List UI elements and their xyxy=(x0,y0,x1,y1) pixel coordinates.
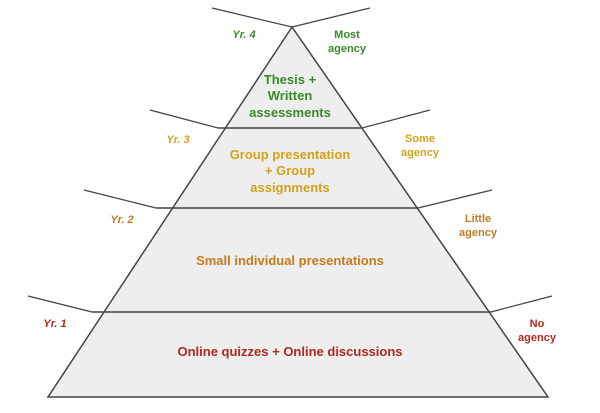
year-label-yr2: Yr. 2 xyxy=(110,214,133,226)
agency-label-yr4-line1: Most xyxy=(334,29,360,41)
tier-text-yr2-line1: Small individual presentations xyxy=(196,253,384,268)
tier-text-yr3-line3: assignments xyxy=(250,180,329,195)
tier-yr1: Yr. 1 Online quizzes + Online discussion… xyxy=(43,318,556,359)
extension-line-yr2-left xyxy=(83,189,157,209)
side-extension-lines xyxy=(27,7,553,313)
tier-text-yr4-line3: assessments xyxy=(249,105,331,120)
tier-yr4: Yr. 4 Thesis + Written assessments Most … xyxy=(232,29,366,120)
agency-label-yr2-line2: agency xyxy=(459,227,498,239)
pyramid-body xyxy=(46,25,550,398)
extension-line-top-left xyxy=(211,7,293,28)
agency-label-yr1-line1: No xyxy=(530,318,545,330)
year-label-yr3: Yr. 3 xyxy=(166,134,189,146)
extension-line-yr2-right xyxy=(417,189,493,209)
agency-label-yr4-line2: agency xyxy=(328,43,367,55)
pyramid-outline xyxy=(46,25,550,398)
extension-line-yr1-left xyxy=(27,295,93,313)
tier-text-yr3-line2: + Group xyxy=(265,163,315,178)
tier-text-yr3-line1: Group presentation xyxy=(230,147,351,162)
agency-label-yr2-line1: Little xyxy=(465,213,491,225)
agency-label-yr3-line1: Some xyxy=(405,133,435,145)
year-label-yr1: Yr. 1 xyxy=(43,318,66,330)
tier-text-yr1-line1: Online quizzes + Online discussions xyxy=(177,344,402,359)
tier-text-yr4-line2: Written xyxy=(268,88,313,103)
extension-line-yr1-right xyxy=(490,295,553,313)
extension-line-top-right xyxy=(291,7,371,28)
extension-line-yr3-left xyxy=(149,109,219,129)
tier-yr3: Yr. 3 Group presentation + Group assignm… xyxy=(166,133,439,195)
agency-label-yr3-line2: agency xyxy=(401,147,440,159)
tier-text-yr4-line1: Thesis + xyxy=(264,72,317,87)
year-label-yr4: Yr. 4 xyxy=(232,29,255,41)
tier-yr2: Yr. 2 Small individual presentations Lit… xyxy=(110,213,497,268)
extension-line-yr3-right xyxy=(361,109,431,129)
agency-label-yr1-line2: agency xyxy=(518,332,557,344)
